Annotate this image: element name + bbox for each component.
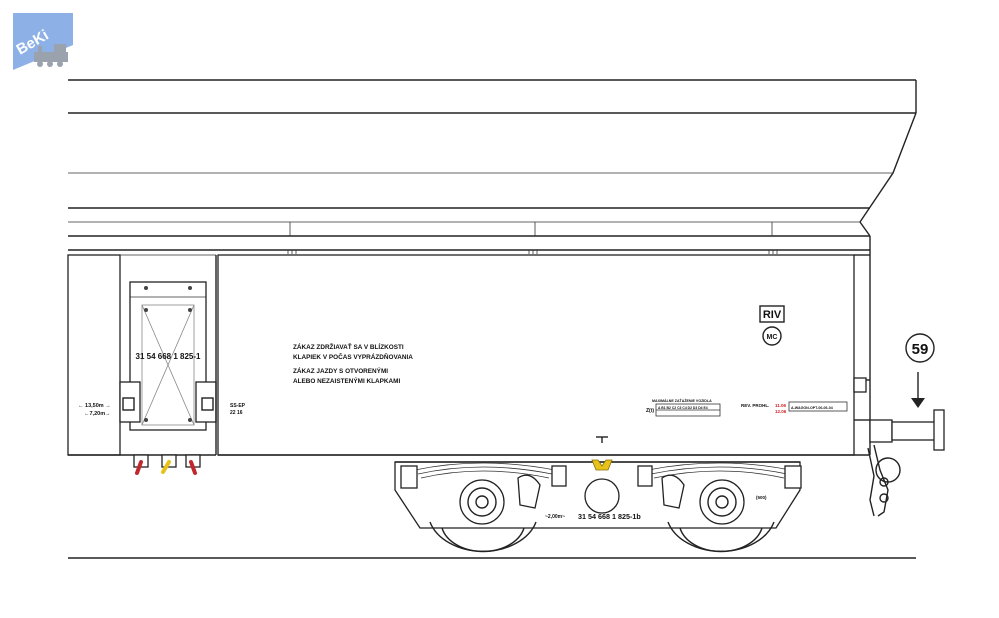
red-handle-right [189,460,197,475]
warning-text-block: ZÁKAZ ZDRŽIAVAŤ SA V BLÍZKOSTI KLAPIEK V… [293,342,413,385]
discharge-hatch: 31 54 668 1 825-1 [119,255,217,455]
beki-logo: BeKi [13,13,73,70]
locomotive-icon [34,44,68,67]
hatch-handles [133,454,201,475]
reference-number: 59 [912,341,929,358]
warning-line-1: ZÁKAZ ZDRŽIAVAŤ SA V BLÍZKOSTI [293,342,404,351]
yellow-lifting-point [591,459,613,471]
revision-marks: REV. PROHL. 11.06 12.06 A-WAGON-OPT-06-0… [741,401,848,414]
red-handle-left [135,460,143,475]
bogie-small-label: (500) [756,495,767,500]
warning-line-2: KLAPIEK V POČAS VYPRÁZDŇOVANIA [293,352,413,361]
warning-line-3: ZÁKAZ JAZDY S OTVORENÝMI [293,366,388,375]
bogie-wheelbase: ~2,00m~ [545,514,565,520]
buffer-coupler [853,377,945,517]
revision-label: REV. PROHL. [741,403,769,408]
length-over-buffers: ← 13,50m → [78,403,111,409]
bogie-distance: ←7,20m→ [84,411,111,417]
bogie-number: 31 54 668 1 825-1b [578,512,641,521]
hopper-roof [68,79,917,455]
main-body-panel [217,254,870,456]
load-limit-table: MAXIMÁLNE ZAŤAŽENIE VOZIDLA Z(t) A B1 B2… [646,398,721,417]
load-table-header: MAXIMÁLNE ZAŤAŽENIE VOZIDLA [652,398,712,403]
down-arrow-icon [911,398,925,408]
riv-mark: RIV MC [759,305,785,346]
lifting-marks [591,436,613,471]
yellow-handle [161,460,171,474]
hatch-wagon-number: 31 54 668 1 825-1 [136,352,201,361]
load-table-prefix: Z(t) [646,408,654,414]
length-marks: ← 13,50m → ←7,20m→ [78,403,111,417]
brake-mark-2: 22 16 [230,410,243,416]
brake-marks: SS-EP 22 16 [230,403,246,416]
revision-date-2: 12.06 [775,409,787,414]
reference-marker: 59 [905,333,935,408]
revision-box-text: A-WAGON-OPT-06-06-04 [791,406,833,410]
load-table-cells: A B1 B2 C2 C3 C4 D2 D3 D4 E4 [658,406,708,410]
mc-text: MC [767,334,778,341]
left-body-section [67,254,216,456]
warning-line-4: ALEBO NEZAISTENÝMI KLAPKAMI [293,376,400,385]
riv-text: RIV [763,309,782,321]
brake-mark-1: SS-EP [230,403,246,409]
revision-date-1: 11.06 [775,403,787,408]
bogie: ~2,00m~ 31 54 668 1 825-1b (500) [394,461,802,553]
